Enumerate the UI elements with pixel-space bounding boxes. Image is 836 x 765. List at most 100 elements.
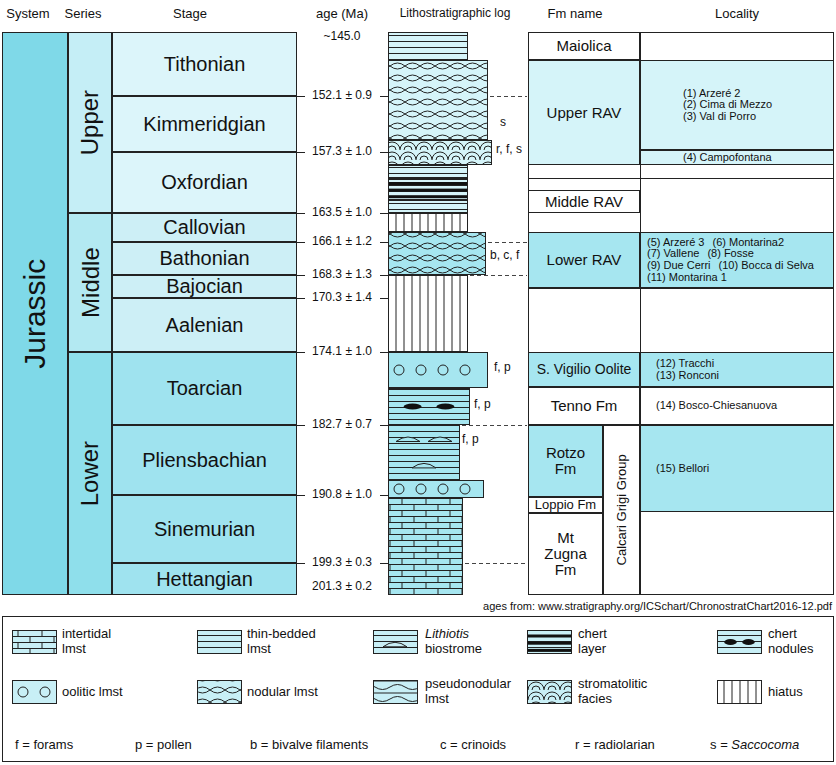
stage-name: Callovian xyxy=(163,217,245,238)
cell-content: Mt Zugna Fm xyxy=(534,530,597,577)
legend-frame xyxy=(3,617,834,762)
cell-content: Maiolica xyxy=(556,38,611,54)
locality-name: (1) Arzeré 2 xyxy=(683,88,772,100)
cell-content: (1) Arzeré 2(2) Cima di Mezzo(3) Val di … xyxy=(683,88,772,123)
stage-name: Bajocian xyxy=(166,276,243,297)
formation-name: S. Vigilio Oolite xyxy=(537,362,632,377)
locality-name: (7) Vallene xyxy=(647,248,699,260)
formation-name-cell: Rotzo Fm xyxy=(528,425,603,497)
cell-content: Hettangian xyxy=(156,569,253,590)
cell-content: Sinemurian xyxy=(154,519,255,540)
cell-content: Lower RAV xyxy=(547,252,622,268)
abbreviation-key: p = pollen xyxy=(135,738,192,752)
column-header: Lithostratigraphic log xyxy=(400,7,511,20)
age-label: 190.8 ± 1.0 xyxy=(312,488,372,501)
lithology-nod xyxy=(197,680,242,704)
locality-name: (9) Due Cerri xyxy=(647,260,711,272)
formation-name: Tenno Fm xyxy=(551,398,618,414)
lithology-strom xyxy=(388,140,492,165)
age-label: 170.3 ± 1.4 xyxy=(312,291,372,304)
age-label: 199.3 ± 0.3 xyxy=(312,556,372,569)
formation-name-cell: S. Vigilio Oolite xyxy=(528,352,640,387)
age-label: 152.1 ± 0.9 xyxy=(312,89,372,102)
lithology-brick xyxy=(12,630,57,654)
boundary-dash xyxy=(490,96,527,97)
column-header: Series xyxy=(65,7,102,21)
fossil-code: b, c, f xyxy=(490,249,519,262)
cell-content: Tenno Fm xyxy=(551,398,618,414)
column-header: Fm name xyxy=(548,7,603,21)
locality-name: (4) Campofontana xyxy=(683,152,772,164)
locality-name: (5) Arzeré 3 xyxy=(647,237,704,249)
stage-name-cell: Bajocian xyxy=(112,275,297,298)
formation-name: Middle RAV xyxy=(545,194,623,210)
abbreviation-key: f = forams xyxy=(15,738,73,752)
stage-name-cell: Hettangian xyxy=(112,563,297,595)
legend-text: hiatus xyxy=(768,685,828,700)
cell-content: Upper xyxy=(77,90,102,155)
locality-name: (3) Val di Porro xyxy=(683,111,772,123)
legend-text: nodular lmst xyxy=(247,685,357,700)
lithology-ool xyxy=(388,480,484,498)
series-name: Upper xyxy=(77,90,102,155)
lithology-thin xyxy=(388,200,468,213)
age-label: 157.3 ± 1.0 xyxy=(312,145,372,158)
lithology-strom xyxy=(527,680,572,704)
boundary-dash xyxy=(462,425,527,426)
locality-name-cell: (4) Campofontana xyxy=(640,150,834,165)
stage-name: Bathonian xyxy=(159,248,249,269)
formation-name-cell: Upper RAV xyxy=(528,60,640,165)
cell-content: Tithonian xyxy=(164,54,246,75)
cell-content: Jurassic xyxy=(19,258,51,368)
lithology-cnod xyxy=(717,630,762,654)
formation-name: Rotzo Fm xyxy=(534,445,597,477)
stage-name-cell: Bathonian xyxy=(112,242,297,275)
cell-content: (12) Tracchi(13) Ronconi xyxy=(656,358,719,381)
stage-name: Tithonian xyxy=(164,54,246,75)
cell-content: Rotzo Fm xyxy=(534,445,597,477)
age-label: 174.1 ± 1.0 xyxy=(312,345,372,358)
legend-text: thin-bedded lmst xyxy=(247,627,327,657)
abbreviation-key: b = bivalve filaments xyxy=(250,738,368,752)
lithology-thin xyxy=(388,32,468,60)
cell-content: Calcari Grigi Group xyxy=(615,454,629,565)
locality-name: (11) Montarina 1 xyxy=(647,272,727,284)
age-label: 201.3 ± 0.2 xyxy=(312,580,372,593)
stage-name: Aalenian xyxy=(166,315,244,336)
lithology-ool xyxy=(12,680,57,704)
lithology-chert xyxy=(388,178,468,200)
stage-name-cell: Callovian xyxy=(112,213,297,242)
cell-content: Lower xyxy=(77,441,102,506)
lithology-brick xyxy=(388,498,463,595)
stage-name-cell: Sinemurian xyxy=(112,495,297,563)
table-rule xyxy=(528,32,834,595)
stage-name: Toarcian xyxy=(167,378,243,399)
stage-name: Oxfordian xyxy=(161,172,248,193)
locality-name: (8) Fosse xyxy=(707,248,753,260)
cell-content: Upper RAV xyxy=(547,105,622,121)
abbreviation-key: s = Saccocoma xyxy=(710,738,799,752)
lithology-cnod xyxy=(388,388,470,425)
cell-content: Bajocian xyxy=(166,276,243,297)
group-name-cell: Calcari Grigi Group xyxy=(603,425,640,595)
age-label: 182.7 ± 0.7 xyxy=(312,418,372,431)
system-name: Jurassic xyxy=(19,258,51,368)
legend-text: Lithiotis biostrome xyxy=(425,627,505,657)
age-label: 168.3 ± 1.3 xyxy=(312,268,372,281)
legend-text: chert nodules xyxy=(768,627,830,657)
cell-content: (5) Arzeré 3(6) Montarina2(7) Vallene(8)… xyxy=(647,237,822,283)
legend-text: intertidal lmst xyxy=(62,627,132,657)
locality-name-cell: (12) Tracchi(13) Ronconi xyxy=(640,352,834,387)
group-name: Calcari Grigi Group xyxy=(615,454,629,565)
lithology-nod xyxy=(388,232,486,275)
locality-name-cell: (14) Bosco-Chiesanuova xyxy=(640,387,834,425)
locality-name: (14) Bosco-Chiesanuova xyxy=(656,400,777,412)
cell-content: Oxfordian xyxy=(161,172,248,193)
cell-content: Loppio Fm xyxy=(535,498,596,512)
lithology-thin xyxy=(388,165,468,178)
locality-name-cell: (5) Arzeré 3(6) Montarina2(7) Vallene(8)… xyxy=(640,232,834,288)
abbreviation-key: c = crinoids xyxy=(440,738,506,752)
cell-content: Middle xyxy=(77,247,102,318)
system-name-cell: Jurassic xyxy=(2,32,68,595)
stage-name-cell: Tithonian xyxy=(112,32,297,96)
